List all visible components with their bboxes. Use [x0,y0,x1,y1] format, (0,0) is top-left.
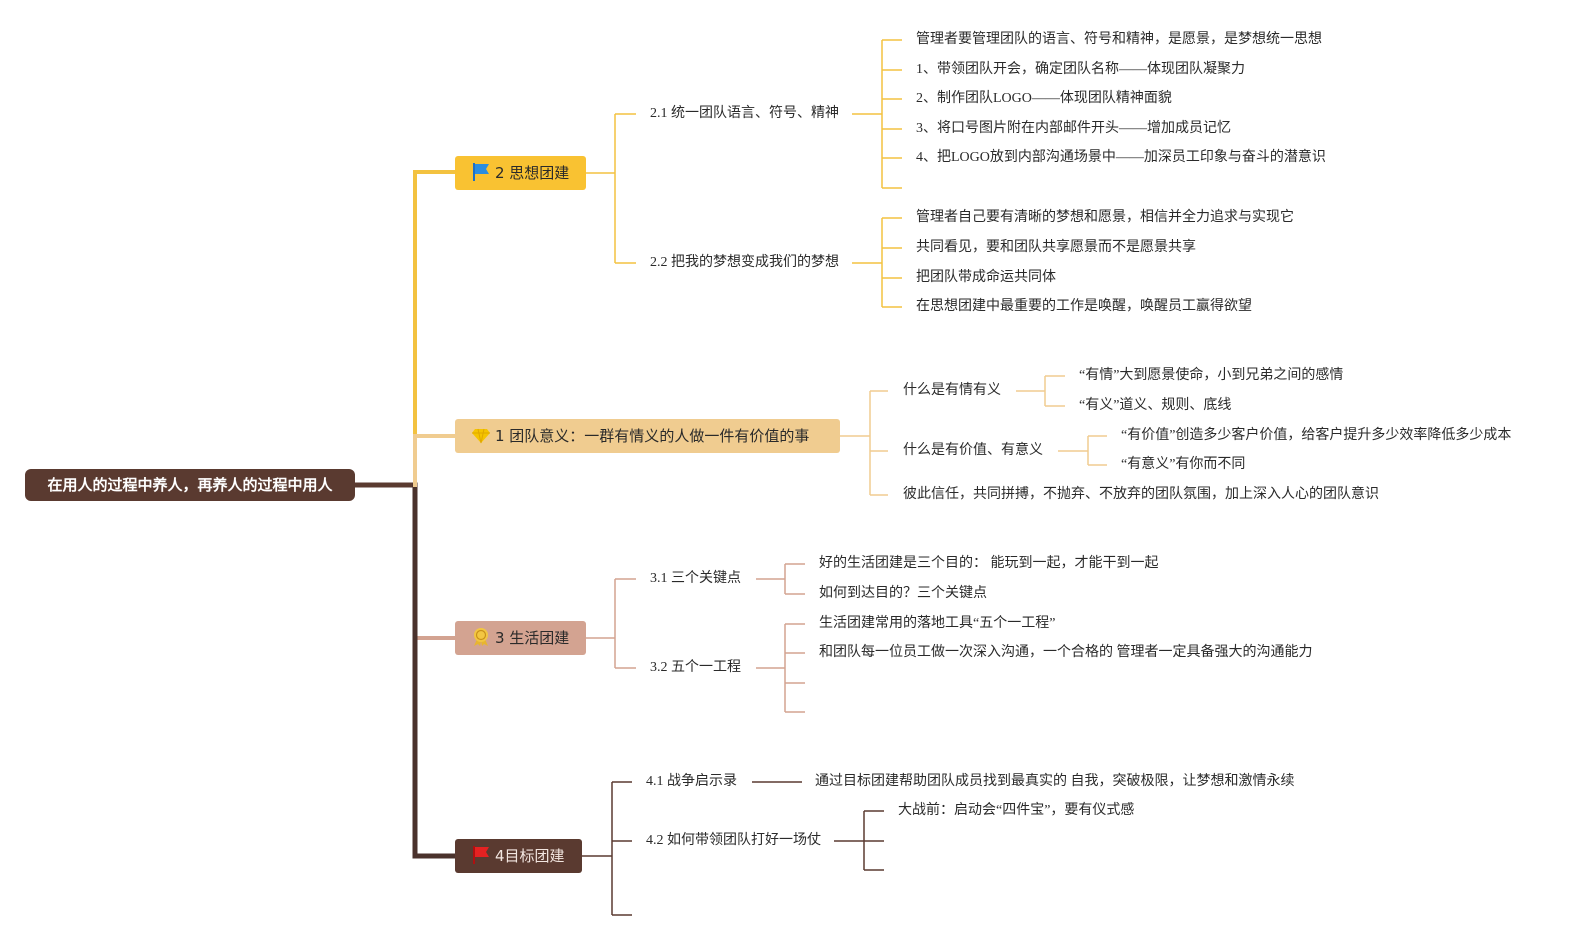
root-topic[interactable]: 在用人的过程中养人，再养人的过程中用人 [25,469,355,501]
leaf-3-2-0[interactable]: 生活团建常用的落地工具“五个一工程” [819,616,1056,631]
leaf-2-1-4[interactable]: 4、把LOGO放到内部沟通场景中——加深员工印象与奋斗的潜意识 [916,150,1326,165]
blue-flag-icon [471,162,491,182]
subtopic-1-1[interactable]: 什么是有情有义 [903,383,1001,398]
leaf-1-1-0[interactable]: “有情”大到愿景使命，小到兄弟之间的感情 [1079,368,1344,383]
leaf-2-2-0[interactable]: 管理者自己要有清晰的梦想和愿景，相信并全力追求与实现它 [916,210,1294,225]
topic-label: 1 团队意义：一群有情义的人做一件有价值的事 [495,427,810,445]
leaf-2-1-0[interactable]: 管理者要管理团队的语言、符号和精神，是愿景，是梦想统一思想 [916,32,1322,47]
leaf-1-2-0[interactable]: “有价值”创造多少客户价值，给客户提升多少效率降低多少成本 [1121,428,1512,443]
subtopic-1-3[interactable]: 彼此信任，共同拼搏，不抛弃、不放弃的团队氛围，加上深入人心的团队意识 [903,487,1379,502]
trunk-branch3 [413,483,457,640]
leaf-1-1-1[interactable]: “有义”道义、规则、底线 [1079,398,1232,413]
topic-label: 4目标团建 [495,847,565,865]
trunk-branch4 [412,482,458,859]
topic-goal-team-building[interactable]: 4目标团建 [455,839,582,873]
leaf-2-2-1[interactable]: 共同看见，要和团队共享愿景而不是愿景共享 [916,240,1196,255]
leaf-2-2-2[interactable]: 把团队带成命运共同体 [916,270,1056,285]
topic-label: 3 生活团建 [495,629,570,647]
topic-team-meaning[interactable]: 1 团队意义：一群有情义的人做一件有价值的事 [455,419,840,453]
subtopic-2-1[interactable]: 2.1 统一团队语言、符号、精神 [650,106,839,121]
topic-thought-team-building[interactable]: 2 思想团建 [455,156,586,190]
subtopic-4-2[interactable]: 4.2 如何带领团队打好一场仗 [646,833,821,848]
subtopic-4-1[interactable]: 4.1 战争启示录 [646,774,737,789]
leaf-1-2-1[interactable]: “有意义”有你而不同 [1121,457,1246,472]
leaf-2-1-2[interactable]: 2、制作团队LOGO——体现团队精神面貌 [916,91,1172,106]
subtopic-3-2[interactable]: 3.2 五个一工程 [650,660,741,675]
trunk-upper-yellow [413,170,457,487]
subtopic-2-2[interactable]: 2.2 把我的梦想变成我们的梦想 [650,255,839,270]
leaf-3-1-1[interactable]: 如何到达目的？三个关键点 [819,586,987,601]
red-flag-icon [471,845,491,865]
medal-icon [471,627,491,647]
trunk-branch1 [413,434,457,487]
subtopic-1-2[interactable]: 什么是有价值、有意义 [903,443,1043,458]
subtopic-3-1[interactable]: 3.1 三个关键点 [650,571,741,586]
leaf-2-1-1[interactable]: 1、带领团队开会，确定团队名称——体现团队凝聚力 [916,62,1245,77]
leaf-3-2-1[interactable]: 和团队每一位员工做一次深入沟通，一个合格的 管理者一定具备强大的沟通能力 [819,645,1313,660]
leaf-3-1-0[interactable]: 好的生活团建是三个目的： 能玩到一起，才能干到一起 [819,556,1159,571]
leaf-4-1-0[interactable]: 通过目标团建帮助团队成员找到最真实的 自我，突破极限，让梦想和激情永续 [815,774,1295,789]
topic-label: 2 思想团建 [495,164,570,182]
leaf-4-2-0[interactable]: 大战前：启动会“四件宝”，要有仪式感 [898,803,1135,818]
leaf-2-2-3[interactable]: 在思想团建中最重要的工作是唤醒，唤醒员工赢得欲望 [916,299,1252,314]
diamond-icon [471,425,491,445]
topic-life-team-building[interactable]: 3 生活团建 [455,621,586,655]
leaf-2-1-3[interactable]: 3、将口号图片附在内部邮件开头——增加成员记忆 [916,121,1231,136]
